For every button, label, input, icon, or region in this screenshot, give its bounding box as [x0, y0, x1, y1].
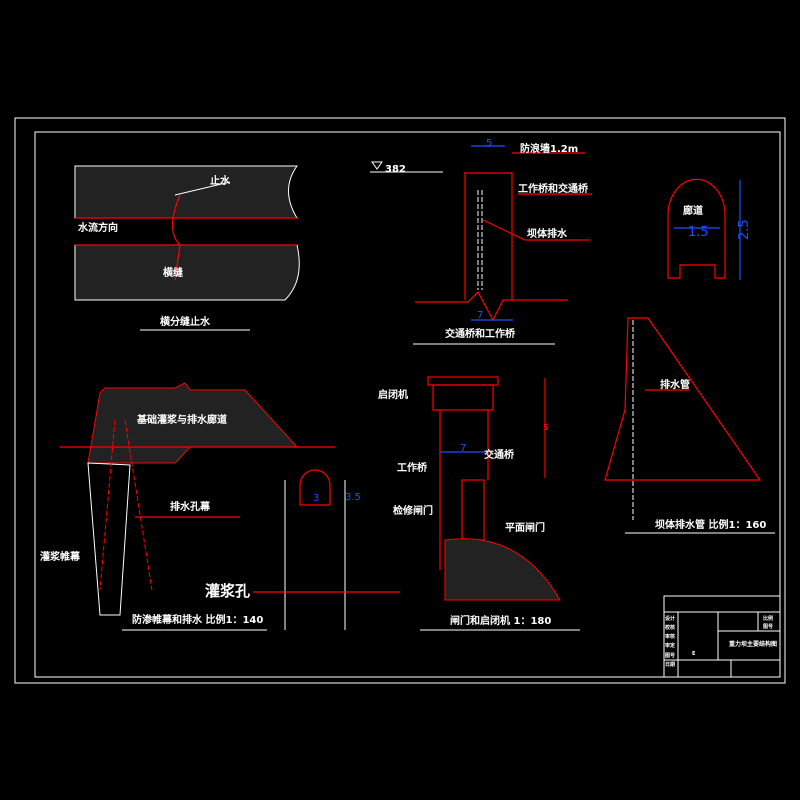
tb-number: E [692, 651, 696, 657]
curtain-height-dim: 3.5 [345, 492, 361, 503]
drain-holes-label: 排水孔幕 [170, 500, 211, 513]
bridge-width-dim: 7 [477, 310, 483, 321]
tb-row-label: 审定 [665, 642, 675, 649]
waterstop-label: 止水 [210, 174, 231, 187]
curtain-gallery-label: 基础灌浆与排水廊道 [136, 413, 227, 426]
drainpipe-label: 排水管 [660, 378, 690, 391]
outer-border [14, 117, 786, 684]
traffic-bridge-label: 交通桥 [484, 448, 515, 461]
joint-title: 横分缝止水 [160, 315, 211, 328]
sheet-title: 重力坝主要结构图 [729, 640, 777, 648]
bridge-top-dim: 5 [486, 138, 492, 149]
bridge-detail: 382 7 5 防浪墙1.2m 工作桥和交通桥 坝体排水 交通桥和工作桥 [370, 138, 592, 345]
curtain-title: 防渗帷幕和排水 比例1：140 [132, 613, 263, 626]
drainpipe-title: 坝体排水管 比例1：160 [655, 518, 766, 531]
grout-hole-label: 灌浆孔 [205, 582, 250, 600]
drain-label: 坝体排水 [527, 227, 568, 240]
bridge-title: 交通桥和工作桥 [445, 327, 516, 340]
inner-border [34, 131, 781, 678]
elevation-label: 382 [385, 164, 406, 175]
gallery-height-dim: 2.5 [737, 219, 752, 240]
hoist-label: 启闭机 [378, 388, 408, 401]
tb-row-label: 审核 [665, 633, 675, 640]
joint-detail: 止水 水流方向 横缝 横分缝止水 [74, 165, 300, 331]
tb-row-label: 校核 [665, 624, 675, 631]
joint-label: 横缝 [163, 266, 183, 279]
gate-height-dim: 5 [543, 423, 549, 432]
gate-width-dim: 7 [460, 443, 466, 454]
flow-label: 水流方向 [77, 221, 118, 234]
gate-title: 闸门和启闭机 1：180 [450, 614, 551, 627]
gallery-label: 廊道 [683, 204, 703, 217]
bridges-label: 工作桥和交通桥 [518, 182, 589, 195]
repair-gate-label: 检修闸门 [393, 504, 433, 517]
title-block: 设计 校核 审核 审定 图号 日期 比例 图号 E 重力坝主要结构图 [663, 595, 781, 678]
plane-gate-label: 平面闸门 [505, 521, 545, 534]
tb-row-label: 日期 [665, 661, 675, 668]
gallery-width-dim: 1.5 [688, 225, 709, 240]
tb-drawing-no-label: 图号 [763, 623, 773, 630]
tb-scale-label: 比例 [763, 615, 773, 622]
drainpipe-detail: 排水管 坝体排水管 比例1：160 [604, 317, 775, 534]
work-bridge-label: 工作桥 [397, 461, 428, 474]
tb-row-label: 图号 [665, 652, 675, 659]
tb-row-label: 设计 [665, 615, 675, 622]
grout-curtain-label: 灌浆帷幕 [40, 550, 81, 563]
curtain-detail: 基础灌浆与排水廊道 排水孔幕 灌浆帷幕 3 3.5 灌浆孔 防渗帷幕和排水 比例… [40, 382, 400, 631]
gallery-detail: 廊道 1.5 2.5 [667, 178, 752, 280]
wave-wall-label: 防浪墙1.2m [520, 142, 578, 155]
gate-detail: 启闭机 工作桥 交通桥 检修闸门 平面闸门 5 7 闸门和启闭机 1：180 [378, 376, 580, 631]
curtain-width-dim: 3 [313, 493, 319, 504]
